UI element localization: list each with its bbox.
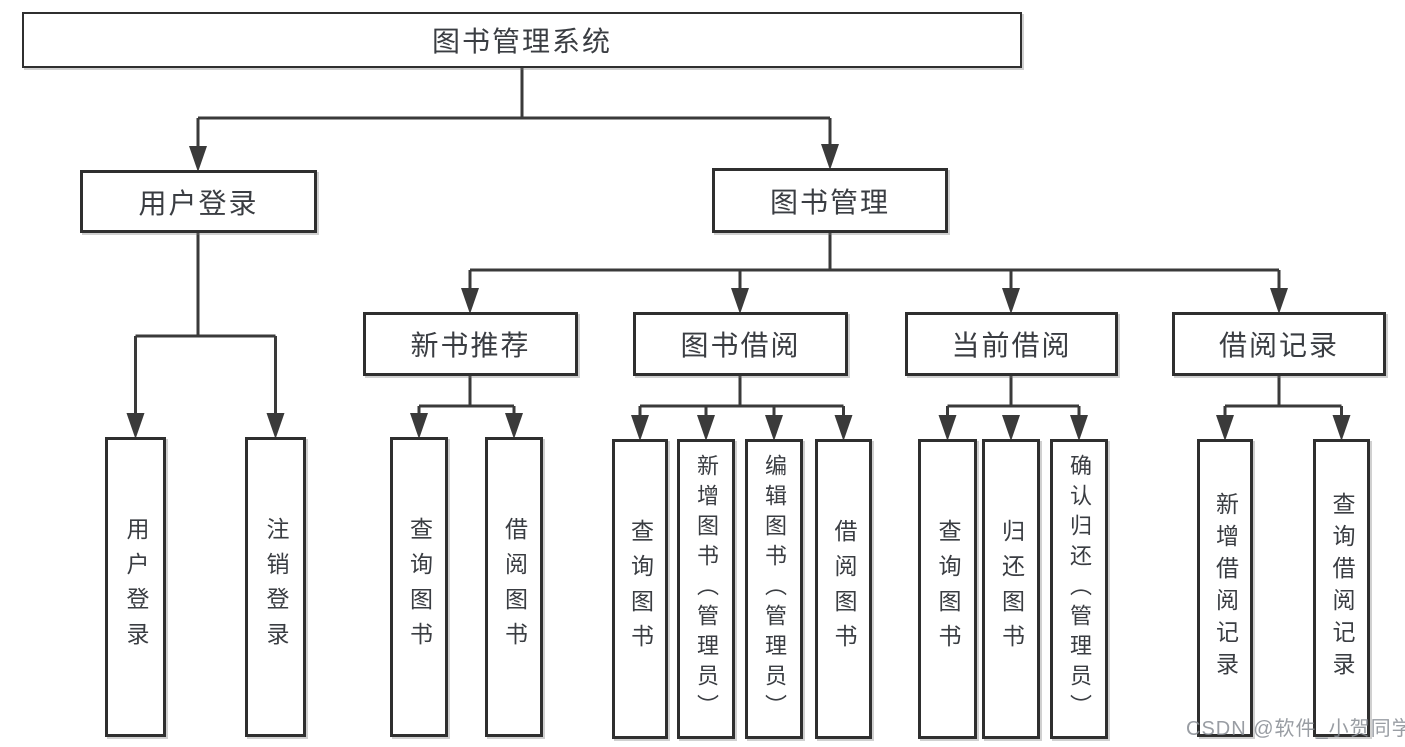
node-label: 新书推荐 (410, 330, 531, 361)
node-user-login: 用户登录 (80, 170, 317, 233)
node-book-borrowing: 图书借阅 (633, 312, 848, 376)
node-label: 用户登录 (123, 517, 149, 657)
node-new-book-recommend: 新书推荐 (363, 312, 578, 376)
node-label: 确认归还（管理员） (1067, 454, 1092, 724)
leaf-logout-login: 注销登录 (245, 437, 306, 737)
node-current-borrowing: 当前借阅 (905, 312, 1118, 376)
leaf-borrowing-edit-books-admin: 编辑图书（管理员） (745, 439, 803, 739)
leaf-user-login: 用户登录 (105, 437, 166, 737)
node-label: 当前借阅 (951, 330, 1072, 361)
watermark: CSDN @软件_小贺同学 (1186, 718, 1405, 740)
node-library-management-system: 图书管理系统 (22, 12, 1022, 68)
node-label: 图书管理系统 (431, 26, 612, 57)
node-label: 图书借阅 (680, 330, 801, 361)
node-label: 查询图书 (406, 517, 433, 657)
node-label: 借阅记录 (1218, 330, 1339, 361)
node-label: 用户登录 (138, 187, 259, 219)
node-label: 新增图书（管理员） (694, 454, 719, 724)
node-label: 图书管理 (769, 186, 890, 218)
leaf-borrowing-add-books-admin: 新增图书（管理员） (677, 439, 735, 739)
leaf-recommend-query-books: 查询图书 (390, 437, 448, 737)
node-borrowing-records: 借阅记录 (1172, 312, 1386, 376)
node-label: 归还图书 (998, 519, 1025, 659)
node-label: 借阅图书 (501, 517, 528, 657)
leaf-borrowing-query-books: 查询图书 (612, 439, 668, 739)
node-label: 借阅图书 (831, 519, 857, 659)
leaf-borrowing-borrow-books: 借阅图书 (815, 439, 872, 739)
leaf-current-confirm-return-admin: 确认归还（管理员） (1050, 439, 1108, 739)
leaf-recommend-borrow-books: 借阅图书 (485, 437, 543, 737)
leaf-current-query-books: 查询图书 (918, 439, 977, 739)
node-label: 查询图书 (627, 519, 654, 659)
node-label: 注销登录 (263, 517, 289, 657)
node-label: 查询图书 (935, 519, 961, 659)
node-label: 查询借阅记录 (1329, 492, 1355, 684)
node-label: 新增借阅记录 (1212, 492, 1239, 684)
leaf-current-return-books: 归还图书 (982, 439, 1040, 739)
node-book-management: 图书管理 (712, 168, 948, 233)
leaf-records-query-record: 查询借阅记录 (1313, 439, 1370, 737)
node-label: 编辑图书（管理员） (762, 454, 787, 724)
leaf-records-add-record: 新增借阅记录 (1197, 439, 1253, 737)
